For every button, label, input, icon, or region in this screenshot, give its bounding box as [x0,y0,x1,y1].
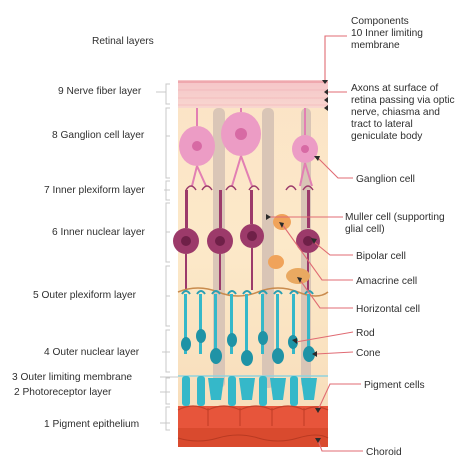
rod-fiber-6 [261,294,264,354]
bracket-outer-nuclear [166,330,170,372]
rod-outer-segment-2 [197,376,205,406]
bipolar-nucleus-2 [215,236,225,246]
amacrine-cell-2 [268,255,284,269]
rod-nucleus-3 [227,333,237,347]
rod-nucleus-2 [196,329,206,343]
bracket-pigment-epithelium [166,407,170,430]
rod-fiber-2 [199,294,202,354]
rod-outer-segment-1 [182,376,190,406]
bipolar-axon-3 [250,190,253,224]
layer-brackets [156,84,178,430]
bipolar-axon-4 [307,190,310,228]
rod-fiber-9 [307,294,310,354]
nerve-fiber-band [178,80,328,108]
bipolar-nucleus-1 [181,236,191,246]
bracket-photoreceptor [166,378,170,404]
ganglion-nucleus-3 [301,145,309,153]
rod-outer-segment-4 [259,376,267,406]
bipolar-nucleus-4 [303,236,313,246]
choroid-band [178,428,328,447]
bipolar-axon-2 [219,190,222,228]
bipolar-nucleus-3 [247,231,257,241]
rod-nucleus-4 [258,331,268,345]
ganglion-nucleus-2 [235,128,247,140]
bracket-ganglion [166,108,170,178]
rod-fiber-7 [276,294,279,354]
pigment-epithelium [178,406,328,428]
cone-nucleus-2 [241,350,253,366]
horizontal-cell-1 [286,268,310,284]
ganglion-nucleus-1 [192,141,202,151]
rod-fiber-3 [214,294,217,354]
bracket-nerve-fiber [166,84,170,104]
leader-inner-limiting-membrane [325,36,347,80]
rod-outer-segment-5 [290,376,298,406]
rod-outer-segment-3 [228,376,236,406]
cone-nucleus-1 [210,348,222,364]
bipolar-axon-1 [185,190,188,228]
rod-nucleus-1 [181,337,191,351]
rod-fiber-5 [245,294,248,354]
cone-nucleus-3 [272,348,284,364]
